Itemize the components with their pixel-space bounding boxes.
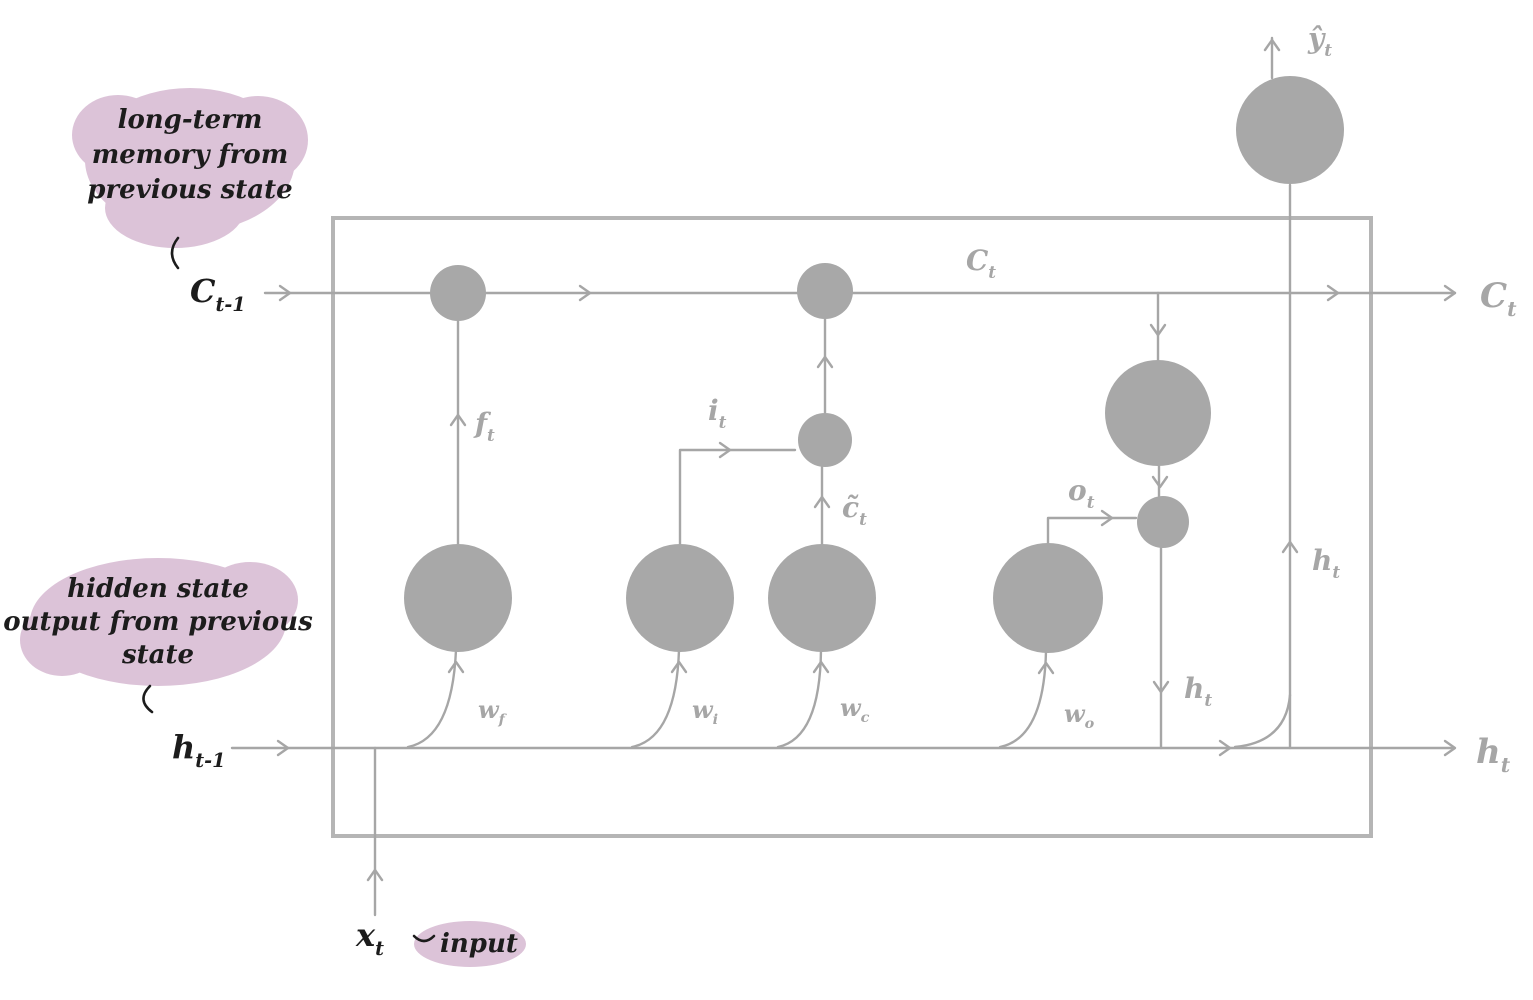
arrowhead <box>278 284 292 302</box>
blob-shape <box>208 96 308 184</box>
output-activation-node <box>1236 76 1344 184</box>
arrowhead <box>1443 739 1457 757</box>
label-w-i: wi <box>692 695 718 728</box>
label-c-candidate: c̃t <box>842 491 867 529</box>
label-y-hat: ŷt <box>1307 22 1332 60</box>
label-w-o: wo <box>1064 699 1095 732</box>
long-term-memory-blob <box>72 88 308 248</box>
arrowhead <box>1037 661 1055 675</box>
annotation-pointer-stroke <box>170 236 180 270</box>
arrowhead <box>812 660 830 674</box>
forget-multiply-node <box>430 265 486 321</box>
arrowhead <box>1100 509 1114 527</box>
annotation-long-term-line2: memory from <box>92 140 289 170</box>
tanh-node <box>1105 360 1211 466</box>
arrowhead <box>1149 323 1167 337</box>
label-input-note: input <box>440 929 518 959</box>
input-gate-node <box>626 544 734 652</box>
blob-shape <box>202 562 298 638</box>
arrowhead <box>670 660 688 674</box>
label-c-prev: Ct-1 <box>190 272 246 316</box>
label-x-input: xt <box>355 916 384 960</box>
forget-gate-node <box>404 544 512 652</box>
blob-shape <box>105 168 245 248</box>
arrowhead <box>1443 284 1457 302</box>
annotation-hidden-state-line3: state <box>121 640 194 670</box>
output-branch-curve <box>1233 693 1292 749</box>
output-gate-node <box>993 543 1103 653</box>
label-i-gate: it <box>708 394 727 432</box>
label-f-gate: ft <box>473 407 495 445</box>
label-c-out: Ct <box>1480 276 1517 321</box>
label-h-inner-bottom: ht <box>1184 672 1212 710</box>
arrowhead <box>1151 475 1169 489</box>
candidate-gate-node <box>768 544 876 652</box>
hidden-state-blob <box>20 558 298 686</box>
add-node <box>797 263 853 319</box>
blob-shape <box>20 604 104 676</box>
input-gate-feed-curve <box>630 648 681 749</box>
arrowhead <box>449 413 467 427</box>
lstm-cell-boundary <box>331 216 1373 838</box>
arrowhead <box>1218 739 1232 757</box>
candidate-gate-feed-curve <box>776 648 823 749</box>
label-w-f: wf <box>478 695 508 728</box>
annotation-long-term-line1: long-term <box>118 105 263 135</box>
blob-shape <box>72 95 164 175</box>
input-gate-to-multiply-line <box>678 448 797 546</box>
label-h-out: ht <box>1476 732 1511 777</box>
arrowheads <box>276 38 1457 882</box>
label-c-top: Ct <box>966 244 996 282</box>
arrowhead <box>276 739 290 757</box>
label-w-c: wc <box>840 693 870 726</box>
arrowhead <box>718 441 732 459</box>
arrowhead <box>578 284 592 302</box>
output-multiply-node <box>1137 496 1189 548</box>
arrowhead <box>1152 680 1170 694</box>
label-h-inner-right: ht <box>1312 544 1340 582</box>
label-h-prev: ht-1 <box>172 728 225 772</box>
arrowhead <box>813 495 831 509</box>
arrowhead <box>366 868 384 882</box>
output-gate-to-multiply-line <box>1046 516 1138 545</box>
arrowhead <box>447 660 465 674</box>
input-multiply-node <box>798 413 852 467</box>
tie-stroke <box>412 934 436 943</box>
annotation-hidden-state-line1: hidden state <box>67 574 249 604</box>
arrowhead <box>816 355 834 369</box>
arrowhead <box>1326 284 1340 302</box>
annotation-long-term-line3: previous state <box>87 175 292 205</box>
annotation-pointer-stroke <box>142 684 154 714</box>
annotation-hidden-state-line2: output from previous <box>3 607 313 637</box>
arrowhead <box>1263 38 1281 52</box>
arrowhead <box>1281 540 1299 554</box>
input-note-blob <box>414 921 526 967</box>
output-gate-feed-curve <box>998 649 1048 749</box>
label-o-gate: ot <box>1068 474 1095 512</box>
forget-gate-feed-curve <box>406 648 458 749</box>
